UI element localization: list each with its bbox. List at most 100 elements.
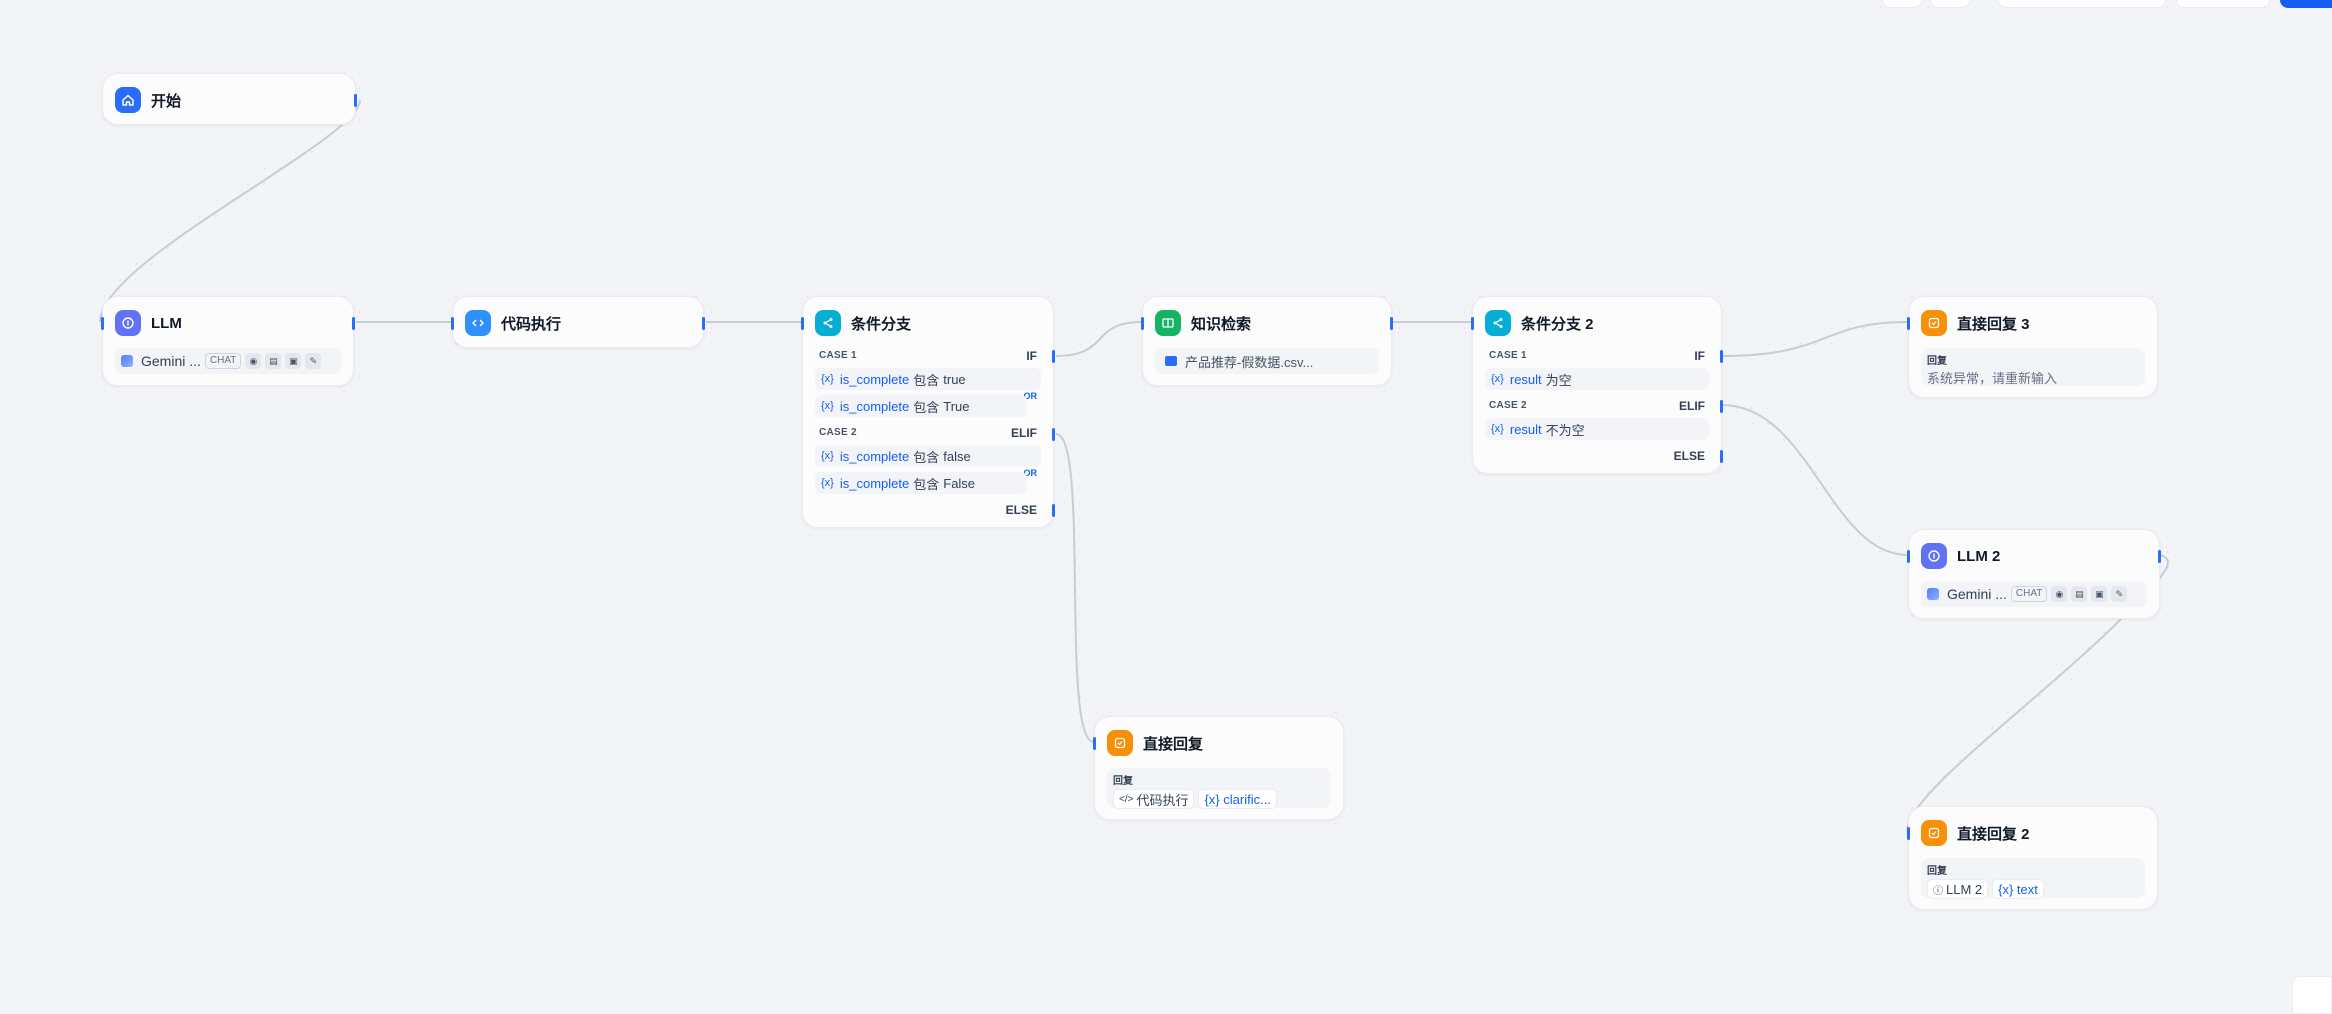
condition-row[interactable]: {x} is_complete 包含 true bbox=[815, 368, 1041, 390]
condition-operator: 包含 bbox=[913, 449, 940, 465]
input-handle[interactable] bbox=[1141, 317, 1144, 330]
model-selector[interactable]: Gemini ... CHAT ◉ ▤ ▣ ✎ bbox=[115, 348, 341, 374]
node-if-else-2[interactable]: 条件分支 2 CASE 1 IF {x} result 为空 CASE 2 EL… bbox=[1471, 296, 1723, 474]
node-title: 知识检索 bbox=[1191, 315, 1252, 333]
home-icon bbox=[115, 87, 141, 113]
condition-row[interactable]: {x} is_complete 包含 True bbox=[815, 395, 1027, 417]
input-handle[interactable] bbox=[801, 317, 804, 330]
vision-icon: ◉ bbox=[2051, 586, 2068, 602]
variable-icon: {x} bbox=[821, 477, 834, 489]
condition-operator: 包含 bbox=[913, 476, 940, 492]
reply-icon bbox=[1107, 730, 1133, 756]
mode-badge: CHAT bbox=[204, 353, 242, 369]
dataset-item[interactable]: 产品推荐-假数据.csv... bbox=[1155, 348, 1379, 374]
case2-label: CASE 2 bbox=[1489, 400, 1527, 411]
condition-value: False bbox=[943, 475, 976, 491]
input-handle[interactable] bbox=[451, 317, 454, 330]
minimap[interactable] bbox=[2292, 976, 2332, 1014]
toolbar-button-4[interactable] bbox=[2176, 0, 2270, 8]
toolbar-button-1[interactable] bbox=[1882, 0, 1922, 8]
image-icon: ▣ bbox=[285, 353, 302, 369]
variable-chip: {x} clarific... bbox=[1198, 789, 1277, 809]
if-output-handle[interactable] bbox=[1720, 350, 1723, 363]
node-knowledge-retrieval[interactable]: 知识检索 产品推荐-假数据.csv... bbox=[1141, 296, 1393, 386]
node-header: 直接回复 2 bbox=[1921, 820, 2145, 846]
node-llm[interactable]: LLM Gemini ... CHAT ◉ ▤ ▣ ✎ bbox=[101, 296, 355, 386]
output-handle[interactable] bbox=[1390, 317, 1393, 330]
source-node-chip: </>代码执行 bbox=[1113, 789, 1195, 809]
input-handle[interactable] bbox=[1471, 317, 1474, 330]
answer-label: 回复 bbox=[1113, 776, 1133, 787]
document-icon: ▤ bbox=[265, 353, 282, 369]
elif-output-handle[interactable] bbox=[1052, 428, 1055, 441]
source-node-name: LLM 2 bbox=[1946, 881, 1983, 897]
dataset-name: 产品推荐-假数据.csv... bbox=[1185, 354, 1314, 370]
node-title: LLM bbox=[151, 314, 182, 332]
elif-label: ELIF bbox=[1011, 426, 1037, 440]
node-header: 开始 bbox=[115, 87, 343, 113]
elif-output-handle[interactable] bbox=[1720, 400, 1723, 413]
output-handle[interactable] bbox=[702, 317, 705, 330]
node-header: 条件分支 2 bbox=[1485, 310, 1709, 336]
branch-icon bbox=[815, 310, 841, 336]
reply-icon bbox=[1921, 310, 1947, 336]
input-handle[interactable] bbox=[1907, 317, 1910, 330]
brain-icon bbox=[1921, 543, 1947, 569]
condition-row[interactable]: {x} is_complete 包含 False bbox=[815, 472, 1027, 494]
node-llm-2[interactable]: LLM 2 Gemini ... CHAT ◉ ▤ ▣ ✎ bbox=[1907, 529, 2161, 619]
node-title: 条件分支 bbox=[851, 315, 912, 333]
source-node-name: 代码执行 bbox=[1136, 792, 1189, 808]
brain-icon bbox=[115, 310, 141, 336]
node-code[interactable]: 代码执行 bbox=[451, 296, 705, 348]
output-handle[interactable] bbox=[354, 94, 357, 107]
condition-value: false bbox=[943, 448, 971, 464]
case1-label: CASE 1 bbox=[1489, 350, 1527, 361]
publish-button[interactable] bbox=[2280, 0, 2332, 8]
condition-row[interactable]: {x} result 为空 bbox=[1485, 368, 1709, 390]
node-title: 条件分支 2 bbox=[1521, 315, 1594, 333]
else-output-handle[interactable] bbox=[1052, 504, 1055, 517]
node-header: LLM bbox=[115, 310, 341, 336]
condition-variable: is_complete bbox=[839, 371, 910, 387]
or-label: OR bbox=[1023, 391, 1038, 401]
input-handle[interactable] bbox=[1907, 827, 1910, 840]
output-handle[interactable] bbox=[2158, 550, 2161, 563]
condition-row[interactable]: {x} result 不为空 bbox=[1485, 418, 1709, 440]
input-handle[interactable] bbox=[1907, 550, 1910, 563]
brain-icon: ⓘ bbox=[1933, 885, 1943, 897]
gemini-logo-icon bbox=[121, 355, 133, 367]
code-icon bbox=[465, 310, 491, 336]
answer-label: 回复 bbox=[1927, 866, 1947, 877]
input-handle[interactable] bbox=[1093, 737, 1096, 750]
variable-icon: {x} bbox=[821, 450, 834, 462]
model-name: Gemini ... bbox=[1947, 586, 2007, 602]
input-handle[interactable] bbox=[101, 317, 104, 330]
answer-label: 回复 bbox=[1927, 356, 1947, 367]
condition-variable: is_complete bbox=[839, 448, 910, 464]
model-selector[interactable]: Gemini ... CHAT ◉ ▤ ▣ ✎ bbox=[1921, 581, 2147, 607]
or-label: OR bbox=[1023, 468, 1038, 478]
output-handle[interactable] bbox=[352, 317, 355, 330]
if-label: IF bbox=[1694, 349, 1705, 363]
node-answer-3[interactable]: 直接回复 3 回复 系统异常，请重新输入 bbox=[1907, 296, 2158, 398]
answer-content[interactable]: 回复 </>代码执行 {x} clarific... bbox=[1107, 768, 1331, 809]
node-title: 直接回复 bbox=[1143, 735, 1204, 753]
condition-row[interactable]: {x} is_complete 包含 false bbox=[815, 445, 1041, 467]
folder-icon bbox=[1165, 356, 1177, 366]
node-title: 直接回复 3 bbox=[1957, 315, 2030, 333]
if-output-handle[interactable] bbox=[1052, 350, 1055, 363]
node-start[interactable]: 开始 bbox=[102, 73, 357, 125]
book-icon bbox=[1155, 310, 1181, 336]
answer-content[interactable]: 回复 系统异常，请重新输入 bbox=[1921, 348, 2145, 386]
condition-variable: result bbox=[1509, 421, 1542, 437]
answer-text: 系统异常，请重新输入 bbox=[1927, 371, 2058, 386]
else-output-handle[interactable] bbox=[1720, 450, 1723, 463]
condition-operator: 为空 bbox=[1545, 372, 1572, 388]
node-answer[interactable]: 直接回复 回复 </>代码执行 {x} clarific... bbox=[1093, 716, 1344, 820]
toolbar-button-2[interactable] bbox=[1930, 0, 1970, 8]
toolbar-button-3[interactable] bbox=[1998, 0, 2166, 8]
node-if-else[interactable]: 条件分支 CASE 1 IF {x} is_complete 包含 true O… bbox=[801, 296, 1055, 528]
